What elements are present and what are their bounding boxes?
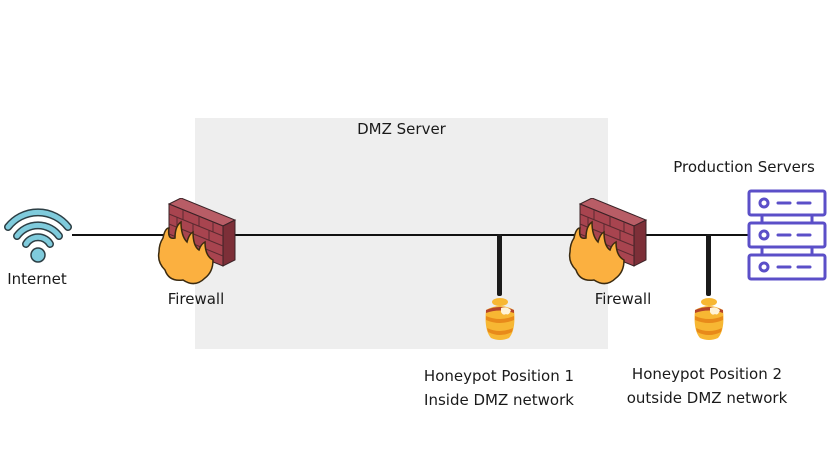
link-honeypot1 <box>497 234 502 296</box>
honeypot-2-subtitle: outside DMZ network <box>626 389 788 407</box>
firewall-icon <box>157 198 237 285</box>
firewall-2-label: Firewall <box>594 290 652 308</box>
honeypot-2-title: Honeypot Position 2 <box>631 365 783 383</box>
link-firewall2-production <box>640 234 755 236</box>
link-internet-firewall1 <box>72 234 172 236</box>
wifi-icon <box>4 208 72 263</box>
honeypot-1-title: Honeypot Position 1 <box>423 367 575 385</box>
honeypot-icon <box>694 298 724 340</box>
link-honeypot2 <box>706 234 711 296</box>
honeypot-1-subtitle: Inside DMZ network <box>424 391 574 409</box>
honeypot-2-label: Honeypot Position 2 outside DMZ network <box>608 362 806 410</box>
honeypot-icon <box>485 298 515 340</box>
server-stack-icon <box>747 189 827 281</box>
link-firewall1-firewall2 <box>232 234 582 236</box>
firewall-icon <box>568 198 648 285</box>
dmz-label: DMZ Server <box>357 120 446 138</box>
production-label: Production Servers <box>673 158 815 176</box>
firewall-1-label: Firewall <box>167 290 225 308</box>
honeypot-1-label: Honeypot Position 1 Inside DMZ network <box>400 364 598 412</box>
internet-label: Internet <box>7 270 67 288</box>
dmz-zone <box>195 118 608 349</box>
